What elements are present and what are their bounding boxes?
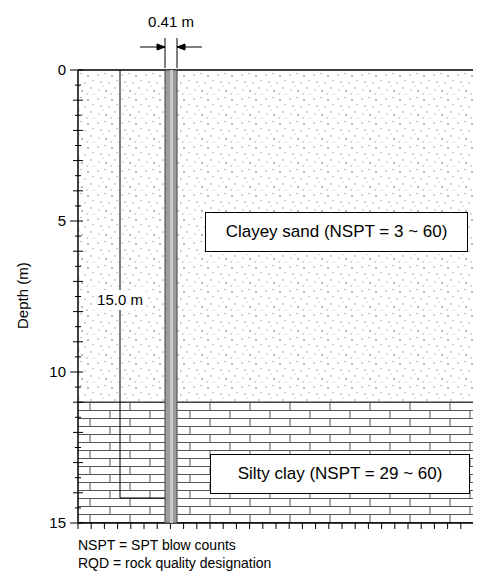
axis-tick <box>75 326 81 327</box>
axis-tick <box>75 507 81 508</box>
clay-layer <box>78 402 473 523</box>
axis-tick <box>78 160 83 161</box>
axis-tick <box>315 523 316 529</box>
axis-tick <box>75 175 81 176</box>
axis-tick <box>210 523 211 529</box>
axis-tick <box>75 236 81 237</box>
axis-tick <box>328 523 329 529</box>
dimension-label: 0.41 m <box>148 13 194 30</box>
axis-tick <box>381 523 382 529</box>
axis-tick <box>78 70 83 71</box>
axis-tick <box>421 523 422 529</box>
axis-tick <box>196 523 197 529</box>
axis-title: Depth (m) <box>13 263 30 330</box>
length-dimension <box>120 70 165 498</box>
axis-value: 0 <box>58 61 66 78</box>
footnote: RQD = rock quality designation <box>78 555 271 571</box>
axis-tick <box>70 372 78 373</box>
axis-tick <box>73 160 78 161</box>
dimension-label: 15.0 m <box>94 290 146 309</box>
axis-tick <box>342 523 343 529</box>
axis-tick <box>78 492 83 493</box>
axis-tick <box>78 311 83 312</box>
axis-tick <box>73 402 78 403</box>
pile <box>165 70 177 523</box>
axis-tick <box>73 341 78 342</box>
axis-tick <box>70 70 78 71</box>
axis-tick <box>78 372 83 373</box>
axis-tick <box>75 387 81 388</box>
axis-tick <box>73 462 78 463</box>
axis-tick <box>78 462 83 463</box>
axis-tick <box>75 417 81 418</box>
axis-tick <box>78 523 83 524</box>
axis-value: 5 <box>58 212 66 229</box>
axis-tick <box>73 190 78 191</box>
axis-tick <box>144 523 145 529</box>
axis-tick <box>78 341 83 342</box>
layer-label: Silty clay (NSPT = 29 ~ 60) <box>238 464 443 484</box>
axis-tick <box>117 523 118 529</box>
axis-tick <box>104 523 105 529</box>
sand-layer <box>78 70 473 402</box>
layer-label: Clayey sand (NSPT = 3 ~ 60) <box>226 222 448 242</box>
axis-tick <box>73 130 78 131</box>
axis-tick <box>75 205 81 206</box>
axis-tick <box>170 523 171 529</box>
axis-tick <box>70 221 78 222</box>
axis-tick <box>78 130 83 131</box>
axis-tick <box>75 477 81 478</box>
axis-tick <box>368 523 369 529</box>
axis-value: 10 <box>49 363 66 380</box>
axis-tick <box>157 523 158 529</box>
axis-tick <box>78 523 79 529</box>
axis-tick <box>460 523 461 529</box>
axis-tick <box>249 523 250 529</box>
axis-tick <box>78 221 83 222</box>
axis-tick <box>394 523 395 529</box>
diameter-dimension <box>140 38 202 68</box>
axis-tick <box>289 523 290 529</box>
axis-tick <box>78 100 83 101</box>
axis-tick <box>75 145 81 146</box>
layer-label-box: Silty clay (NSPT = 29 ~ 60) <box>210 454 470 494</box>
layer-label-box: Clayey sand (NSPT = 3 ~ 60) <box>205 212 468 252</box>
axis-tick <box>73 492 78 493</box>
axis-tick <box>73 100 78 101</box>
axis-tick <box>434 523 435 529</box>
footnote: NSPT = SPT blow counts <box>78 537 236 553</box>
axis-tick <box>91 523 92 529</box>
axis-tick <box>236 523 237 529</box>
axis-tick <box>73 281 78 282</box>
axis-tick <box>78 281 83 282</box>
axis-tick <box>75 85 81 86</box>
axis-tick <box>408 523 409 529</box>
axis-tick <box>78 432 83 433</box>
axis-tick <box>73 311 78 312</box>
axis-tick <box>447 523 448 529</box>
axis-tick <box>355 523 356 529</box>
axis-tick <box>302 523 303 529</box>
axis-tick <box>276 523 277 529</box>
axis-tick <box>70 523 78 524</box>
axis-tick <box>75 115 81 116</box>
axis-tick <box>78 402 83 403</box>
axis-tick <box>78 190 83 191</box>
axis-tick <box>183 523 184 529</box>
axis-tick <box>75 447 81 448</box>
axis-tick <box>73 251 78 252</box>
axis-tick <box>262 523 263 529</box>
axis-tick <box>75 356 81 357</box>
axis-tick <box>78 251 83 252</box>
axis-tick <box>130 523 131 529</box>
axis-tick <box>223 523 224 529</box>
axis-tick <box>73 432 78 433</box>
axis-value: 15 <box>49 514 66 531</box>
axis-tick <box>75 296 81 297</box>
axis-tick <box>75 266 81 267</box>
